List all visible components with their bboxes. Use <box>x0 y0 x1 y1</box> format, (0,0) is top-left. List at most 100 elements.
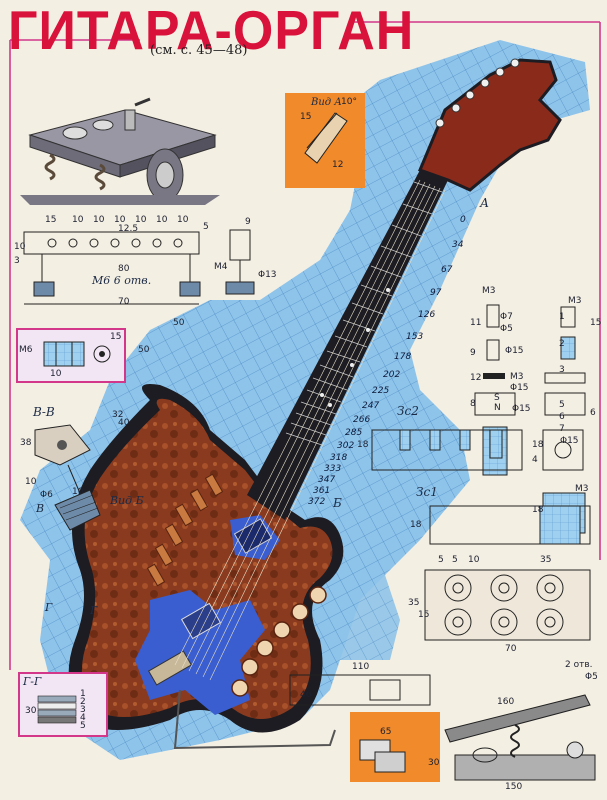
bridge-pin-width: 9 <box>245 217 251 227</box>
pickup-3c2-height: 18 <box>357 440 369 450</box>
bridge-pin-diameter: Φ13 <box>258 270 277 280</box>
pickup-3c1-width: 18 <box>532 505 544 515</box>
right-n-mark: N <box>494 403 501 413</box>
pickup-3c2-drawing <box>371 429 523 471</box>
view-b-label: Вид Б <box>110 494 144 507</box>
fret-label: 67 <box>441 265 453 275</box>
right-phi5: Φ5 <box>500 324 513 334</box>
fret-label: 361 <box>313 486 331 496</box>
small-part-side: 15 <box>110 332 122 342</box>
pickup-3c1-height: 18 <box>410 520 422 530</box>
section-gg-layer: 4 <box>80 713 86 723</box>
view-a-callout <box>285 93 365 188</box>
fret-label: 178 <box>394 352 412 362</box>
right-phi15: Φ15 <box>512 404 531 414</box>
section-gg-layer: 3 <box>80 705 86 715</box>
section-b-mark: В <box>36 502 45 515</box>
view-a-d2: 12 <box>332 160 344 170</box>
strings <box>174 179 446 681</box>
view-b-dim: 40 <box>118 418 130 428</box>
control-knobs <box>231 586 327 697</box>
fret-label: 333 <box>324 464 342 474</box>
pickup-3c2-label: Зс2 <box>397 404 419 418</box>
guitar-body-wood <box>81 398 333 719</box>
pedal-dim-30: 30 <box>428 758 440 768</box>
bridge-length-total: 70 <box>118 297 130 307</box>
section-gg-layer: 1 <box>80 689 86 699</box>
small-part-dim: M6 <box>19 345 33 355</box>
fret-label: 34 <box>452 240 464 250</box>
view-a-d1: 15 <box>300 112 312 122</box>
right-phi15: Φ15 <box>560 436 579 446</box>
right-phi15: Φ15 <box>505 346 524 356</box>
bridge-dim: 10 <box>93 215 105 225</box>
arrow-a-label: А <box>480 196 490 210</box>
right-item: 5 <box>559 400 565 410</box>
section-bb-dim: 32 <box>112 410 124 420</box>
section-gg-dim: 30 <box>25 706 37 716</box>
section-g-left: Г <box>45 601 53 614</box>
arrow-b-label: Б <box>333 496 342 510</box>
neck <box>247 170 448 520</box>
fret-label: 0 <box>460 215 466 225</box>
fret-inlays <box>320 288 390 407</box>
right-item: 3 <box>559 365 565 375</box>
right-item: 4 <box>532 455 538 465</box>
right-dim: 9 <box>470 348 476 358</box>
bridge-thread-label: М4 <box>214 262 228 272</box>
fret-label: 318 <box>330 453 348 463</box>
page-title: ГИТАРА-ОРГАН <box>8 0 415 62</box>
section-bb-label: В-В <box>33 405 55 419</box>
right-n-mark: S <box>494 393 500 403</box>
right-item: 6 <box>559 412 565 422</box>
bridge-dim: 10 <box>177 215 189 225</box>
right-item: 7 <box>559 424 565 434</box>
pickup-3c1-dim: 5 <box>438 555 444 565</box>
fret-label: 266 <box>353 415 371 425</box>
body-dim-left: 50 <box>138 345 150 355</box>
pedal-dim-110: 110 <box>352 662 370 672</box>
section-bb-dim: Φ6 <box>40 490 53 500</box>
section-bb-dim: 38 <box>20 438 32 448</box>
organ-keys <box>146 473 224 587</box>
page-subtitle: (см. с. 45—48) <box>150 43 248 58</box>
right-item: 2 <box>559 339 565 349</box>
pickup-3c1-bottom: 70 <box>505 644 517 654</box>
fret-label: 347 <box>318 475 336 485</box>
bridge-dim: 10 <box>156 215 168 225</box>
pedal-dim-46: 46 <box>300 690 312 700</box>
right-phi15: Φ15 <box>510 383 529 393</box>
pickup-3c1-dim: 5 <box>452 555 458 565</box>
fret-label: 225 <box>372 386 390 396</box>
bridge-3d-illustration <box>20 97 220 205</box>
fret-label: 202 <box>383 370 401 380</box>
bridge-dim: 5 <box>203 222 209 232</box>
bridge-drawing <box>23 229 255 305</box>
right-m3: М3 <box>575 484 589 494</box>
body-dim-top: 50 <box>173 318 185 328</box>
fret-label: 97 <box>430 288 442 298</box>
bridge-pickup <box>180 602 222 640</box>
pedal-drawing <box>289 674 596 782</box>
pickup-3c1-holes: 2 отв. <box>565 660 593 670</box>
right-dim: 11 <box>470 318 482 328</box>
bridge-dim: 10 <box>72 215 84 225</box>
small-part-drawing <box>16 328 126 383</box>
pickup-3c1-label: Зс1 <box>416 485 438 499</box>
section-gg-label: Г-Г <box>23 675 42 688</box>
right-dim: 18 <box>532 440 544 450</box>
pickup-3c1-dim: 10 <box>468 555 480 565</box>
small-part-len: 10 <box>50 369 62 379</box>
section-gg-drawing <box>18 672 108 737</box>
fret-label: 285 <box>345 428 363 438</box>
view-a-angle: 10° <box>341 97 357 107</box>
pedal-dim-65: 65 <box>380 727 392 737</box>
view-b-dim: 10 <box>72 487 84 497</box>
fret-label: 372 <box>308 497 326 507</box>
bridge-dim: 15 <box>45 215 57 225</box>
pickup-3c1-drawing <box>424 505 591 641</box>
right-m3: М3 <box>510 372 524 382</box>
pedal-dim-150: 150 <box>505 782 523 792</box>
section-bb-drawing <box>34 424 101 531</box>
